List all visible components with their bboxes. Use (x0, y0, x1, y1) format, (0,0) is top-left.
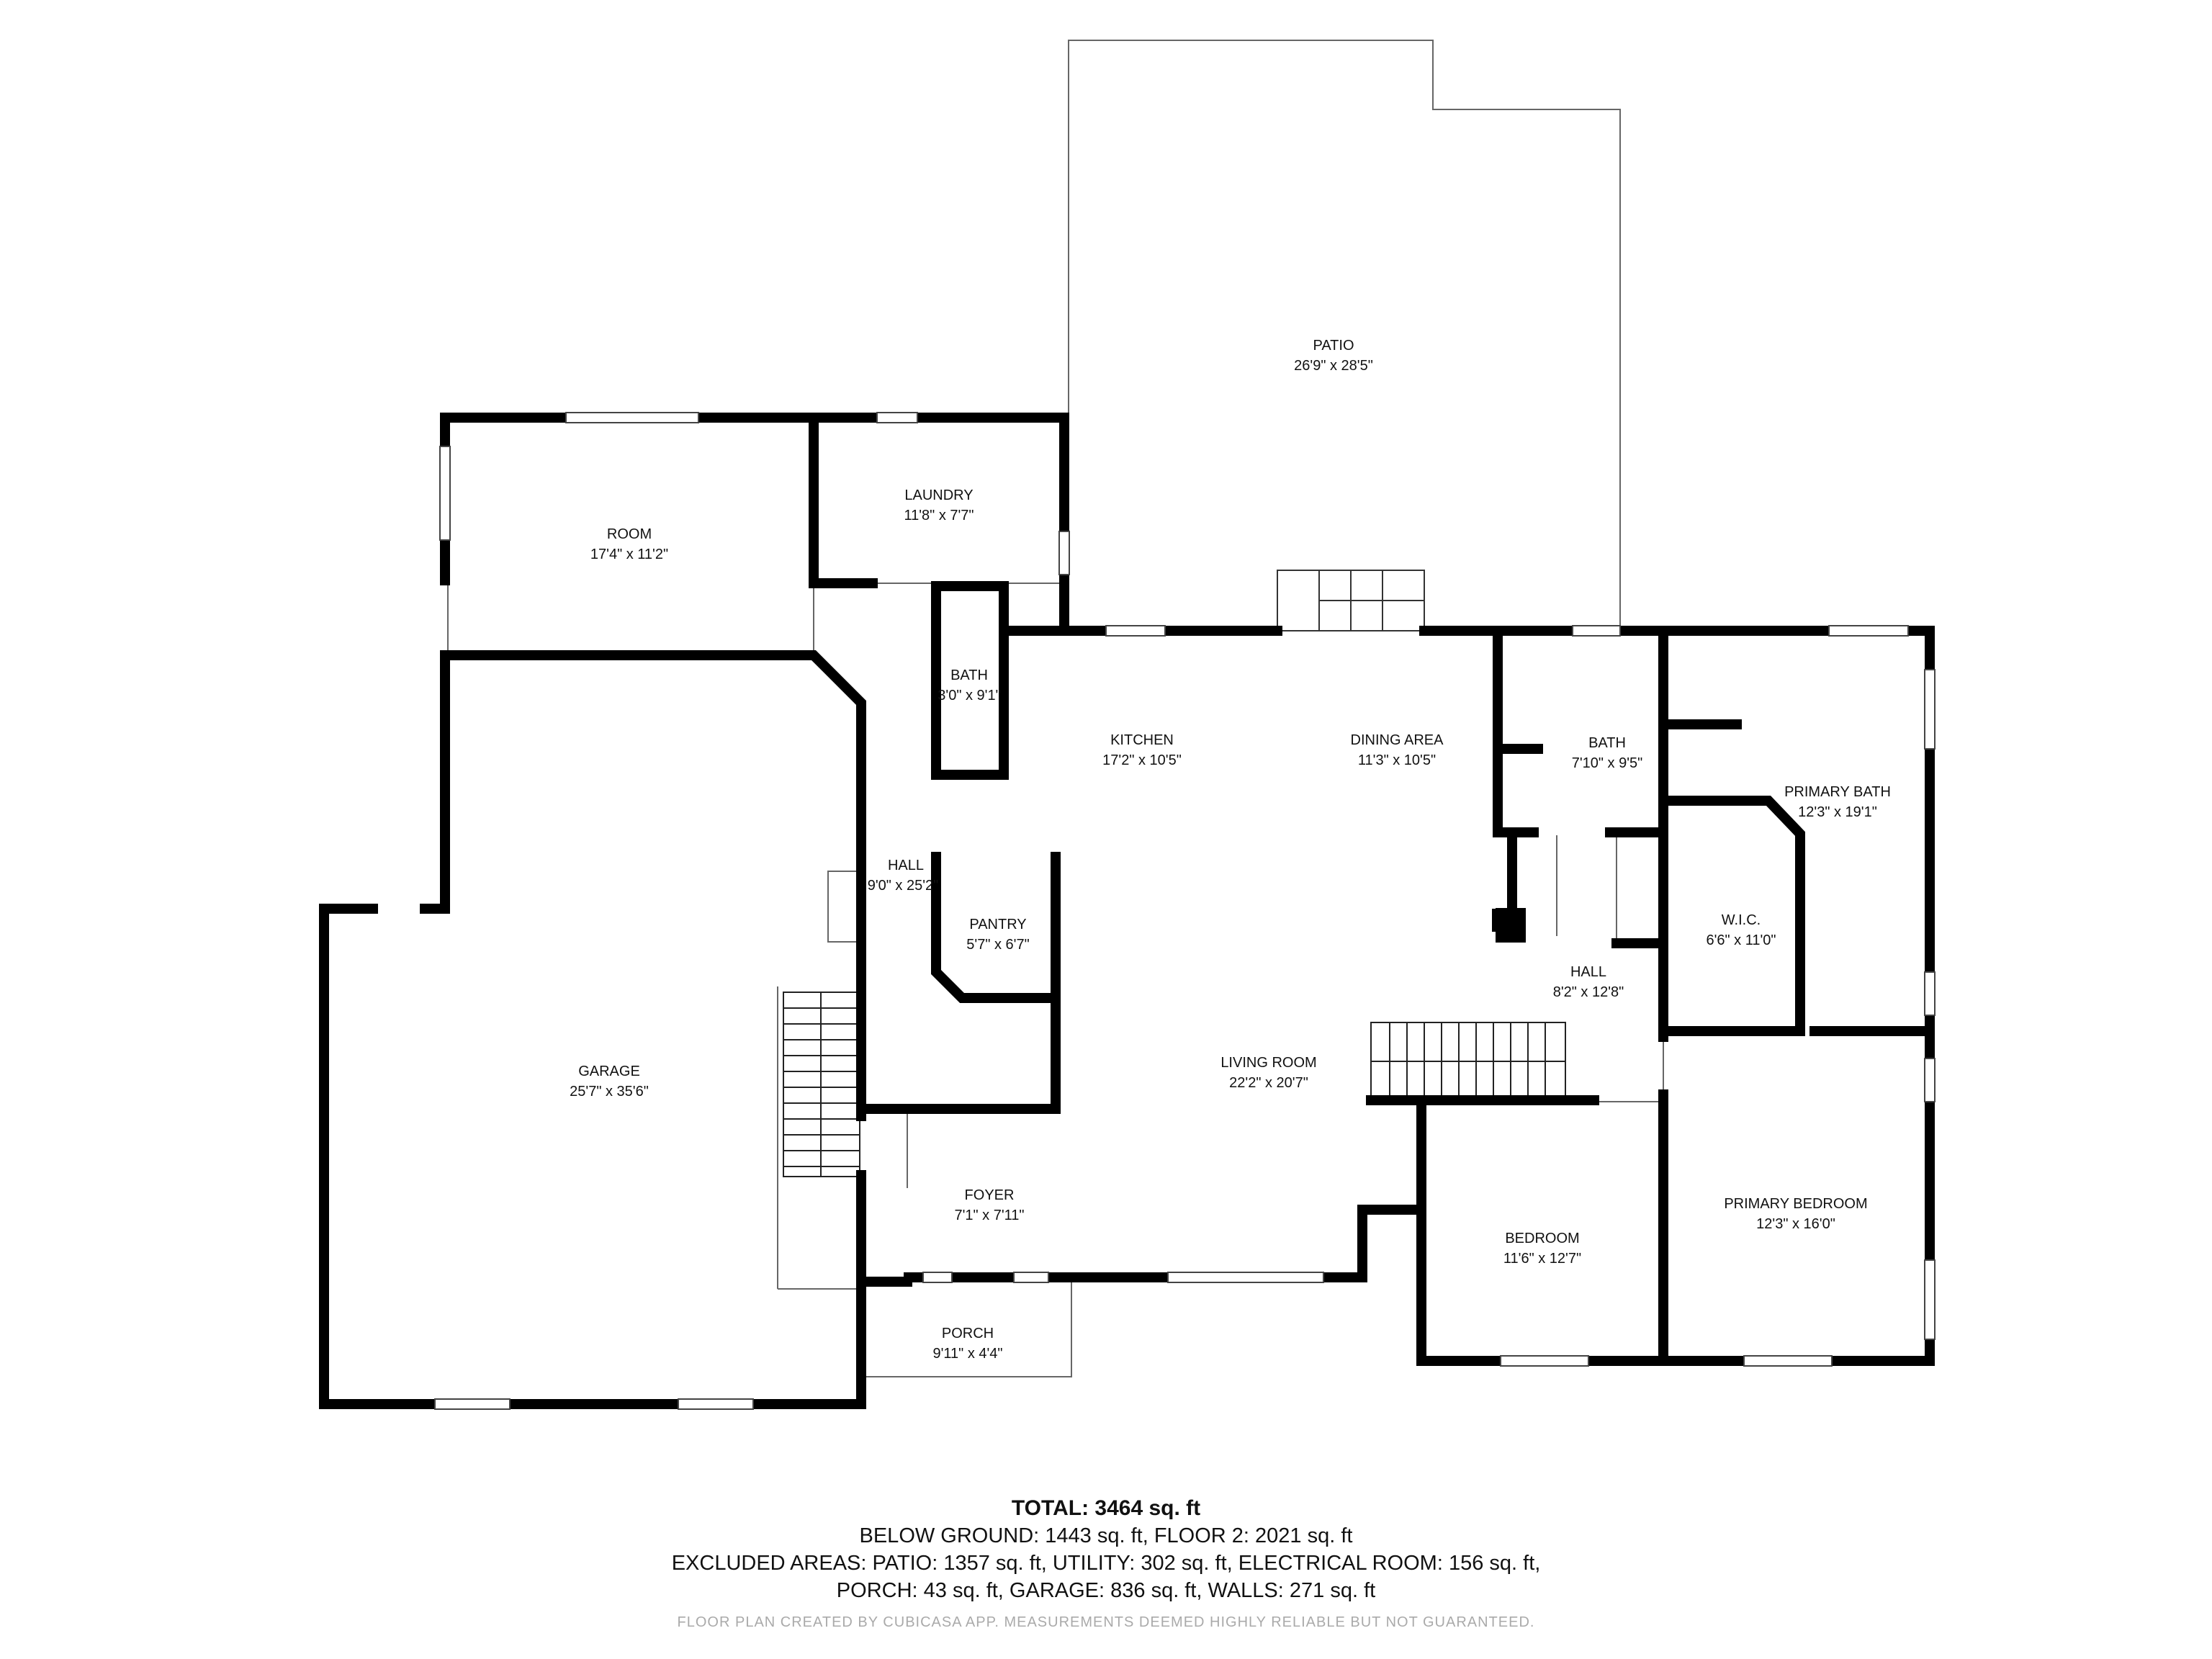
label-wic-name: W.I.C. (1722, 912, 1761, 928)
walls (319, 413, 1935, 1409)
label-foyer-dims: 7'1" x 7'11" (954, 1208, 1024, 1223)
label-hall-right-name: HALL (1570, 964, 1606, 980)
label-hall-left-name: HALL (888, 858, 924, 873)
label-dining-name: DINING AREA (1351, 732, 1444, 748)
total-area: TOTAL: 3464 sq. ft (1011, 1496, 1201, 1520)
label-foyer-name: FOYER (965, 1187, 1015, 1203)
area-summary: TOTAL: 3464 sq. ft BELOW GROUND: 1443 sq… (0, 1495, 2212, 1604)
label-patio-dims: 26'9" x 28'5" (1294, 358, 1373, 374)
label-hall-right-dims: 8'2" x 12'8" (1553, 984, 1624, 1000)
label-bath-small-name: BATH (950, 667, 988, 683)
label-bedroom-dims: 11'6" x 12'7" (1503, 1251, 1581, 1267)
patio-steps (1277, 570, 1425, 631)
label-room-name: ROOM (607, 526, 652, 542)
label-bath-name: BATH (1588, 735, 1626, 751)
label-porch-name: PORCH (942, 1326, 994, 1341)
label-kitchen-dims: 17'2" x 10'5" (1102, 752, 1182, 768)
disclaimer-footer: FLOOR PLAN CREATED BY CUBICASA APP. MEAS… (677, 1614, 1535, 1630)
summary-line-1: BELOW GROUND: 1443 sq. ft, FLOOR 2: 2021… (859, 1524, 1353, 1547)
label-porch-dims: 9'11" x 4'4" (932, 1346, 1002, 1362)
label-living-name: LIVING ROOM (1220, 1055, 1316, 1071)
label-primary-bath-dims: 12'3" x 19'1" (1798, 804, 1877, 820)
column (1492, 909, 1519, 932)
label-bath-dims: 7'10" x 9'5" (1572, 755, 1643, 771)
label-patio-name: PATIO (1313, 338, 1354, 354)
label-primary-bath-name: PRIMARY BATH (1784, 784, 1891, 800)
label-dining-dims: 11'3" x 10'5" (1358, 752, 1436, 768)
label-kitchen-name: KITCHEN (1110, 732, 1174, 748)
label-wic-dims: 6'6" x 11'0" (1706, 932, 1776, 948)
thin-lines (323, 562, 1664, 1377)
room-labels: PATIO 26'9" x 28'5" ROOM 17'4" x 11'2" L… (570, 338, 1891, 1362)
stairs-right (1370, 1022, 1566, 1101)
summary-line-3: PORCH: 43 sq. ft, GARAGE: 836 sq. ft, WA… (836, 1579, 1376, 1602)
label-primary-bedroom-dims: 12'3" x 16'0" (1756, 1216, 1835, 1232)
summary-line-2: EXCLUDED AREAS: PATIO: 1357 sq. ft, UTIL… (671, 1552, 1541, 1575)
label-room-dims: 17'4" x 11'2" (590, 547, 668, 562)
label-garage-name: GARAGE (578, 1064, 640, 1079)
patio-outline (1068, 40, 1621, 631)
windows (434, 412, 1936, 1410)
label-primary-bedroom-name: PRIMARY BEDROOM (1724, 1196, 1867, 1212)
stairs-left (783, 992, 860, 1177)
label-laundry-dims: 11'8" x 7'7" (904, 508, 974, 523)
label-bedroom-name: BEDROOM (1505, 1231, 1579, 1246)
label-pantry-dims: 5'7" x 6'7" (966, 937, 1029, 953)
label-living-dims: 22'2" x 20'7" (1229, 1075, 1308, 1091)
label-laundry-name: LAUNDRY (904, 487, 973, 503)
label-hall-left-dims: 9'0" x 25'2" (868, 878, 939, 894)
label-bath-small-dims: 3'0" x 9'1" (938, 688, 1000, 703)
label-pantry-name: PANTRY (969, 917, 1026, 932)
label-garage-dims: 25'7" x 35'6" (570, 1084, 649, 1100)
